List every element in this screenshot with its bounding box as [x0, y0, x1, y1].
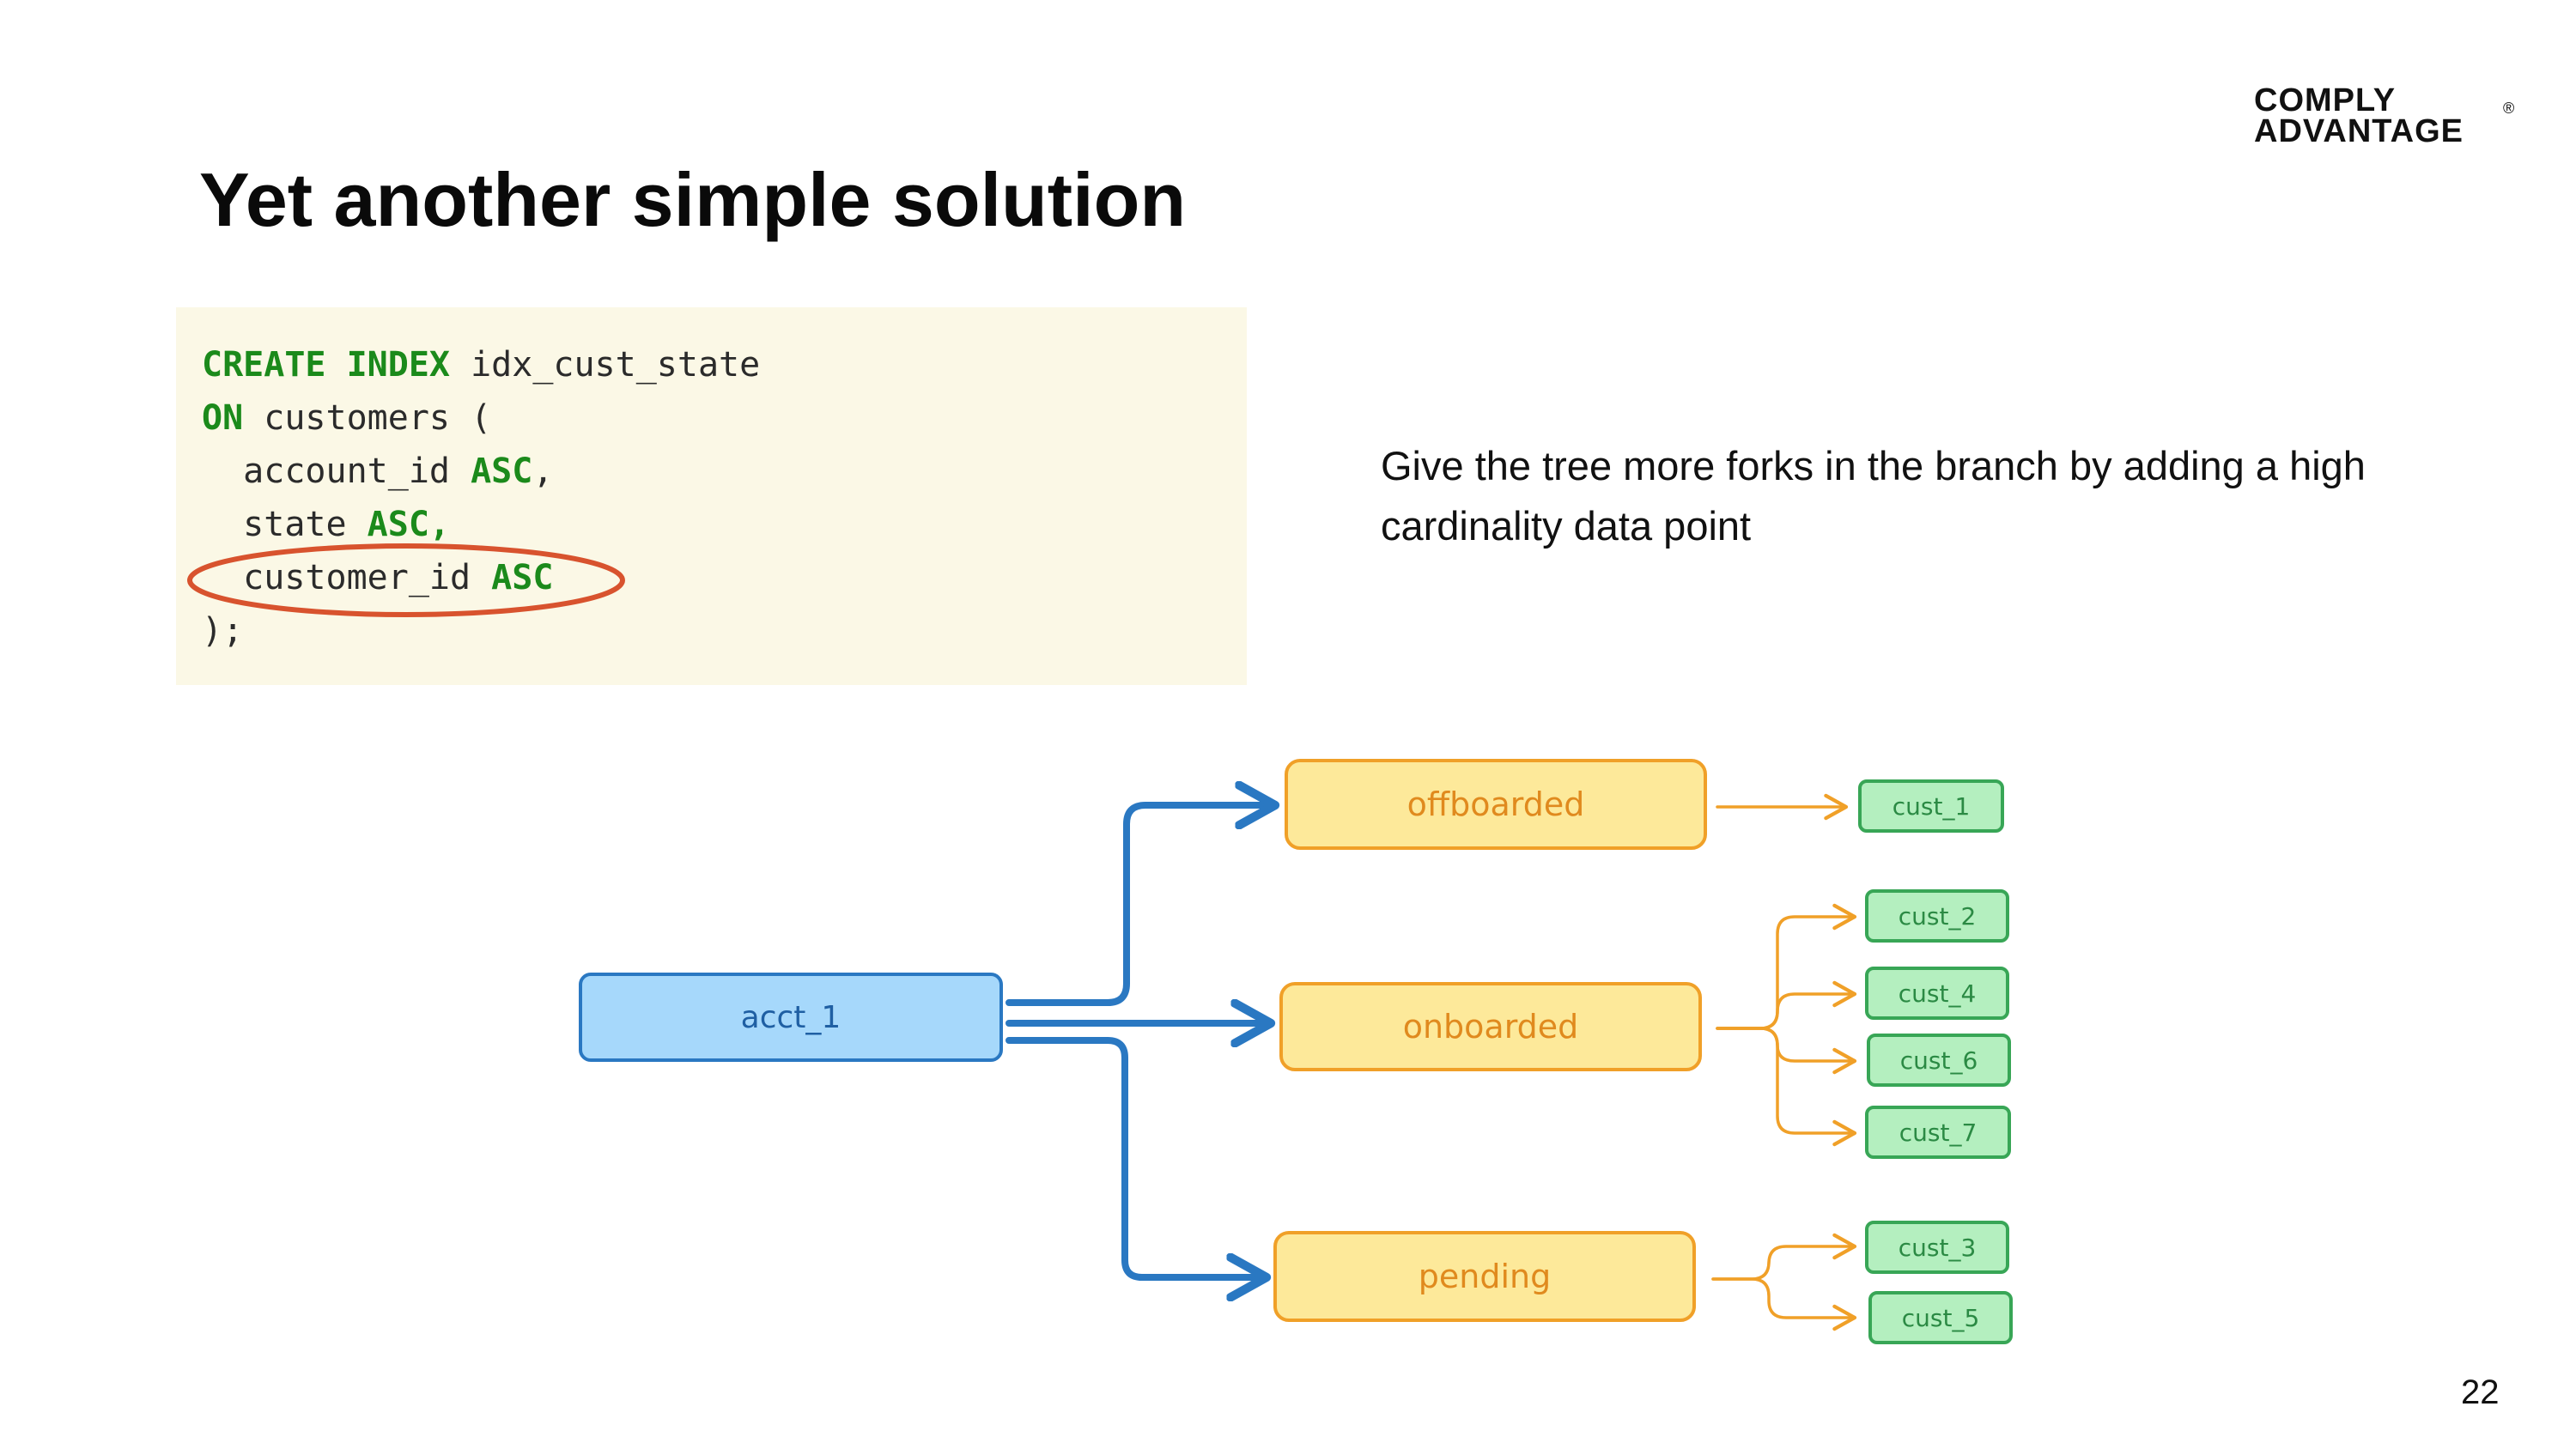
node-acct-1: acct_1: [579, 973, 1003, 1062]
node-cust-5: cust_5: [1868, 1291, 2013, 1344]
code-line-3: account_id ASC,: [202, 445, 553, 498]
node-cust-1: cust_1: [1858, 779, 2004, 833]
code-keyword: ASC,: [367, 505, 450, 544]
code-line-5: customer_id ASC: [202, 551, 553, 604]
node-cust-2: cust_2: [1865, 889, 2009, 943]
node-state-onboarded: onboarded: [1279, 982, 1702, 1071]
slide-title: Yet another simple solution: [199, 157, 1187, 242]
code-keyword: ON: [202, 398, 244, 438]
logo-text-line1: COMPLY: [2254, 82, 2397, 118]
code-text: ,: [532, 452, 554, 491]
edge-pending-cust5: [1711, 1277, 1857, 1331]
code-text: customer_id: [202, 558, 492, 597]
code-keyword: ASC: [491, 558, 554, 597]
company-logo: COMPLY ADVANTAGE ®: [2254, 82, 2529, 151]
node-cust-7: cust_7: [1865, 1106, 2011, 1159]
edge-onboarded-cust7: [1716, 1027, 1857, 1147]
edge-onboarded-cust4: [1716, 980, 1857, 1030]
node-state-offboarded: offboarded: [1285, 759, 1707, 850]
edge-onboarded-cust2: [1716, 903, 1857, 1030]
edge-acct-offboarded: [1005, 805, 1275, 1006]
code-text: state: [202, 505, 368, 544]
registered-mark: ®: [2503, 100, 2515, 117]
page-number: 22: [2461, 1373, 2500, 1411]
edge-onboarded-cust6: [1716, 1027, 1857, 1075]
code-keyword: CREATE INDEX: [202, 345, 450, 385]
slide-description: Give the tree more forks in the branch b…: [1381, 443, 2366, 549]
code-line-1: CREATE INDEX idx_cust_state: [202, 338, 760, 391]
code-line-4: state ASC,: [202, 498, 450, 551]
node-cust-4: cust_4: [1865, 967, 2009, 1020]
sql-code-block: CREATE INDEX idx_cust_state ON customers…: [176, 307, 1247, 685]
code-text: account_id: [202, 452, 471, 491]
node-cust-3: cust_3: [1865, 1221, 2009, 1274]
code-text: idx_cust_state: [449, 345, 761, 385]
node-state-pending: pending: [1273, 1231, 1696, 1322]
node-cust-6: cust_6: [1867, 1034, 2011, 1087]
edge-acct-pending: [1005, 1037, 1267, 1277]
code-line-2: ON customers (: [202, 391, 491, 445]
code-text: );: [202, 611, 244, 651]
edge-pending-cust3: [1711, 1233, 1857, 1281]
code-keyword: ASC: [471, 452, 533, 491]
code-text: customers (: [243, 398, 492, 438]
logo-text-line2: ADVANTAGE: [2254, 113, 2464, 149]
code-line-6: );: [202, 604, 243, 658]
